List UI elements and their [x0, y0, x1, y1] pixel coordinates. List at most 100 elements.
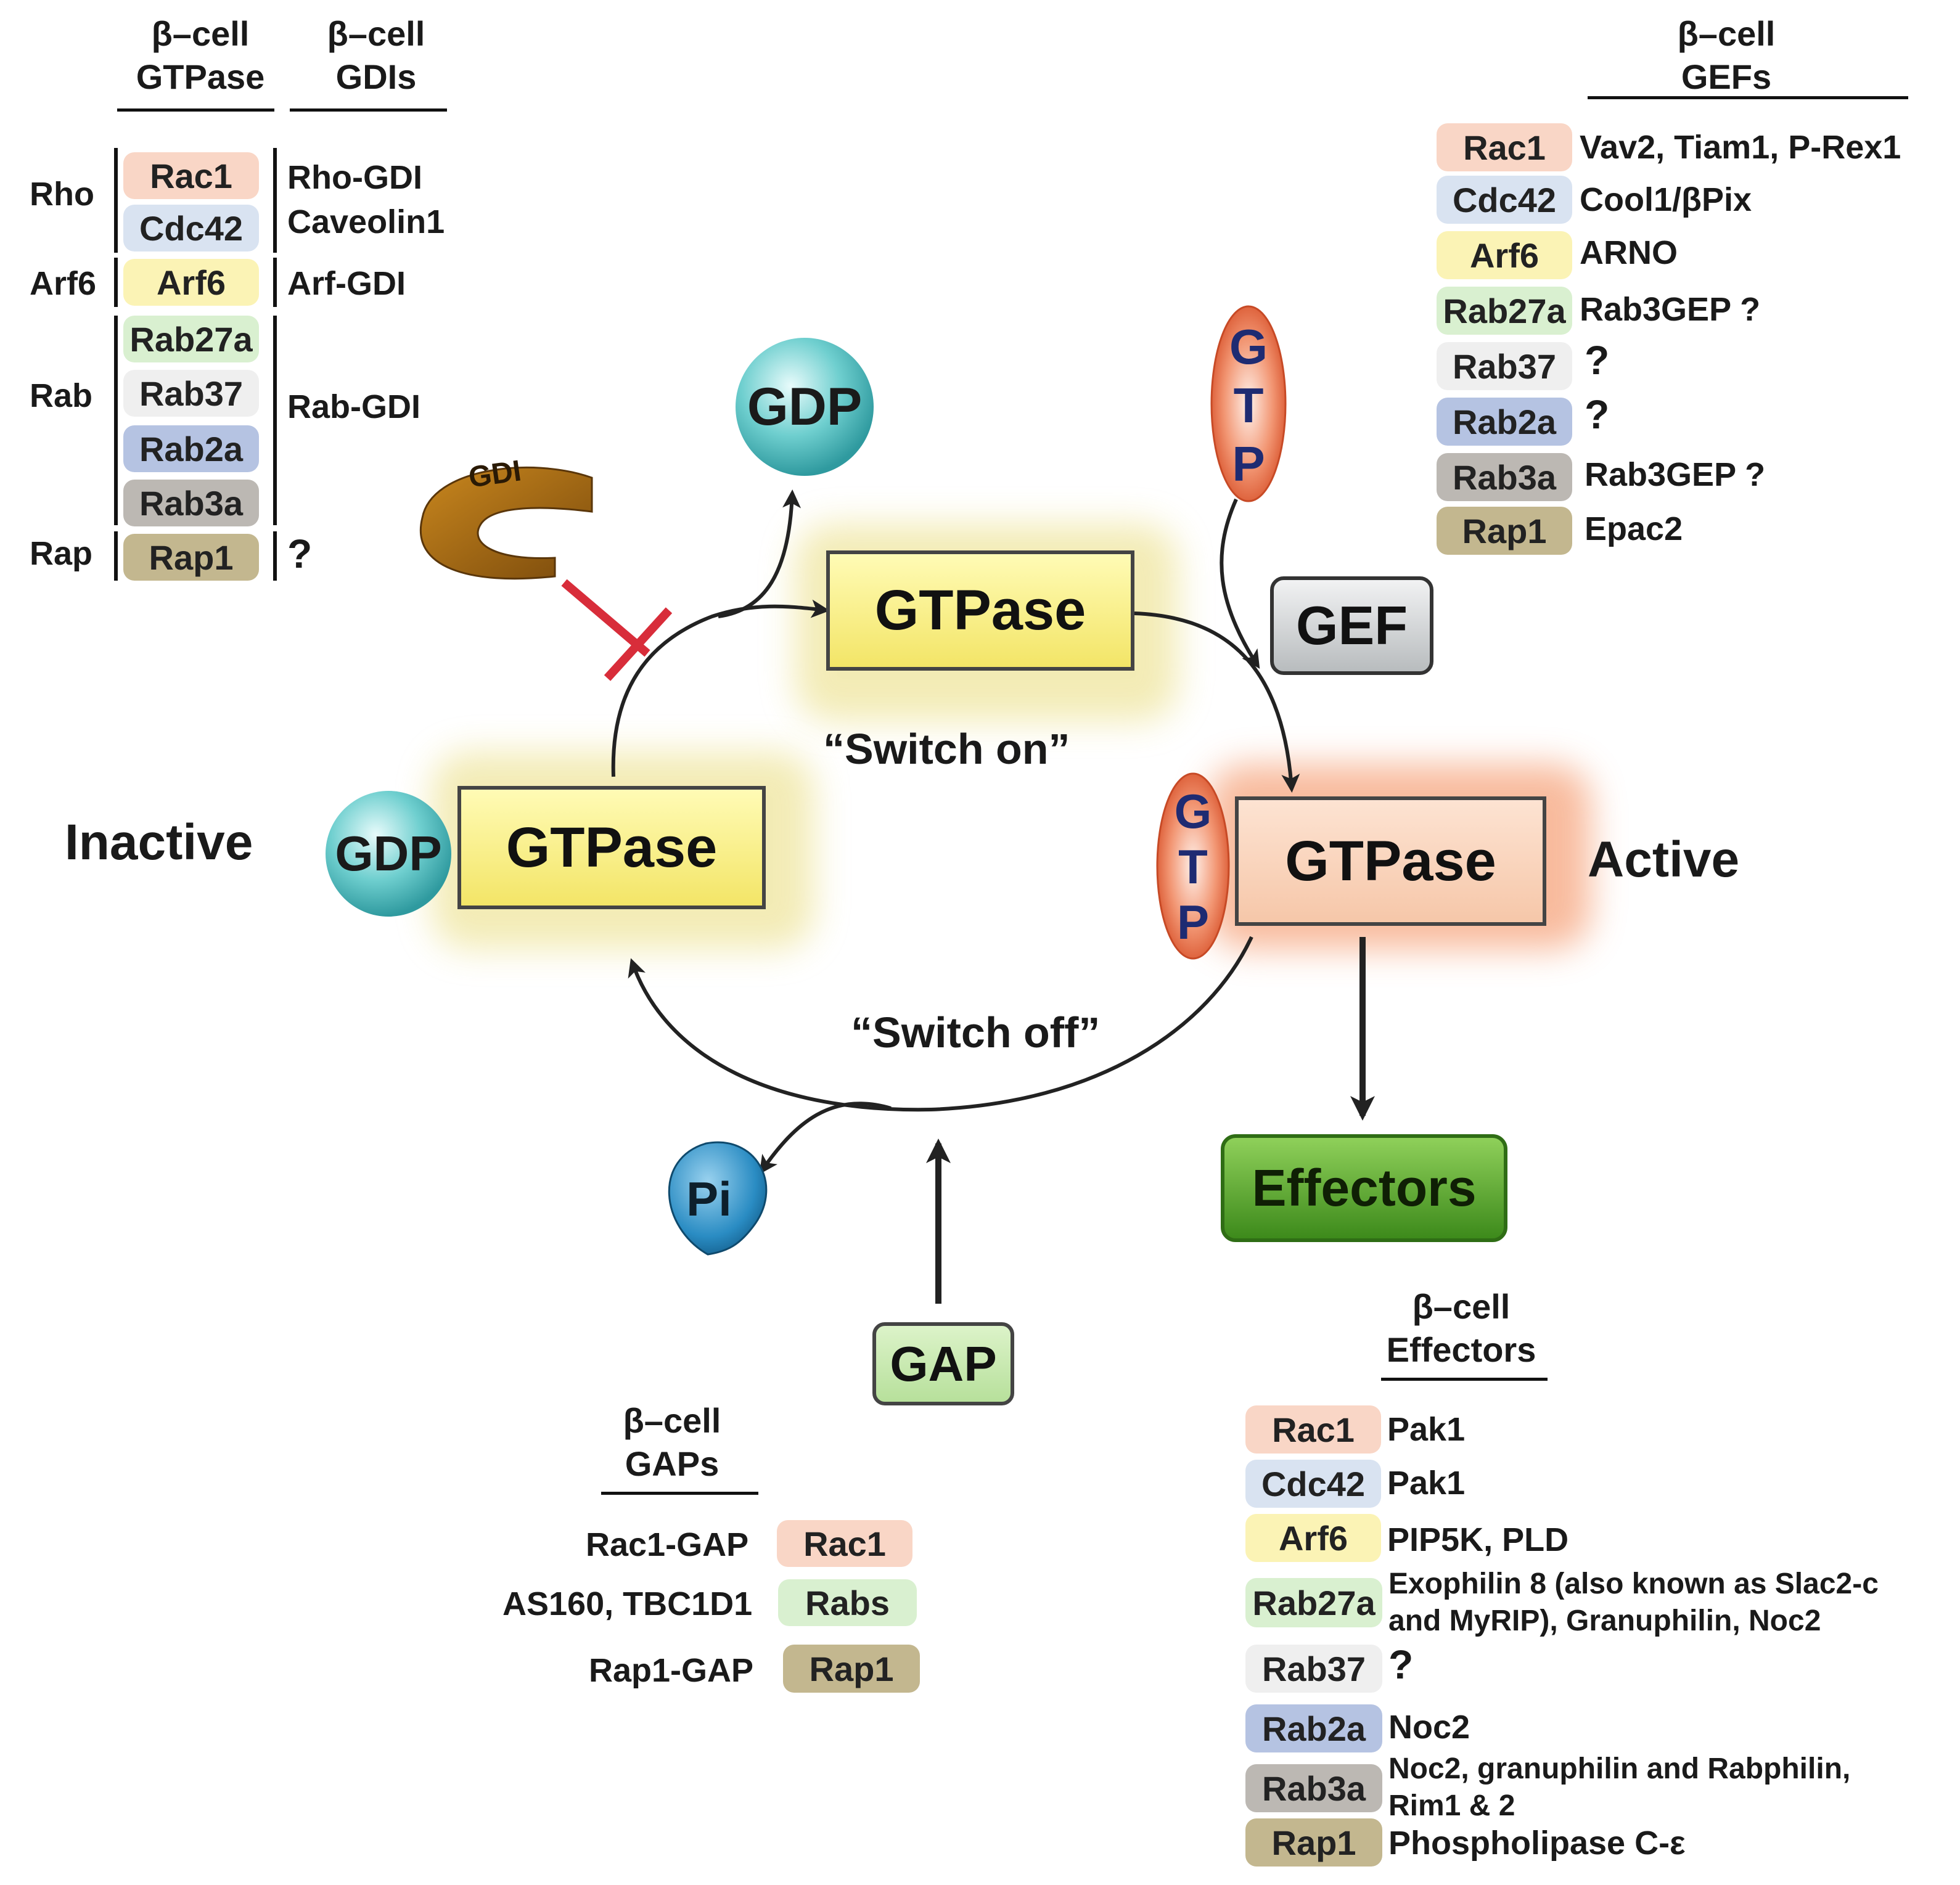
gap-rabs-name: AS160, TBC1D1: [502, 1585, 753, 1622]
eff-pill-rab3a: Rab3a: [1245, 1764, 1382, 1812]
pi-drop: [668, 1141, 768, 1256]
effector-header-rule: [1381, 1378, 1548, 1381]
gtp-bound-p: P: [1176, 895, 1210, 949]
gtpase-header-rule: [117, 108, 274, 112]
gdi-rab: Rab-GDI: [287, 388, 420, 425]
eff-rab37: ?: [1388, 1642, 1414, 1687]
gef-pill-rap1: Rap1: [1437, 507, 1572, 555]
gdi-inhibit-line: [561, 579, 650, 657]
gef-rab37: ?: [1585, 337, 1610, 383]
gdp-free-label: GDP: [747, 377, 863, 436]
pi-label: Pi: [686, 1172, 732, 1226]
gdi-inhibit-bar: [604, 607, 673, 681]
eff-rab3a: Noc2, granuphilin and Rabphilin, Rim1 & …: [1388, 1752, 1851, 1822]
eff-pill-cdc42: Cdc42: [1245, 1460, 1381, 1508]
eff-arf6: PIP5K, PLD: [1387, 1521, 1569, 1558]
gdi-rho: Rho-GDI Caveolin1: [287, 159, 445, 240]
gef-pill-arf6: Arf6: [1437, 231, 1572, 279]
family-rab: Rab: [30, 377, 93, 414]
gef-arf6: ARNO: [1580, 234, 1678, 271]
gtpase-panel-header: β–cell GTPase: [111, 12, 290, 99]
gef-header-rule: [1588, 96, 1908, 99]
gdp-free-ball: [736, 338, 874, 476]
eff-rab2a: Noc2: [1388, 1709, 1470, 1746]
family-rap: Rap: [30, 535, 93, 572]
gef-pill-cdc42: Cdc42: [1437, 176, 1572, 224]
arrow-active-to-inactive: [628, 936, 1253, 1112]
gdi-shape: [419, 466, 593, 580]
pill-rab2a: Rab2a: [123, 425, 259, 472]
effector-panel-header-text: β–cell Effectors: [1386, 1287, 1536, 1369]
gap-pill-rap1: Rap1: [783, 1645, 920, 1693]
pill-rap1: Rap1: [123, 534, 259, 581]
gtpase-panel-header-text: β–cell GTPase: [136, 14, 265, 96]
switch-on-label: “Switch on”: [823, 725, 1070, 773]
gtp-bound-g: G: [1174, 784, 1212, 838]
rap-bracket-right: [273, 531, 277, 581]
gef-rap1: Epac2: [1585, 510, 1683, 547]
gdi-panel-header-text: β–cell GDIs: [327, 14, 425, 96]
rab-bracket-right: [273, 316, 277, 525]
gdi-rap: ?: [287, 531, 313, 576]
eff-pill-rab37: Rab37: [1245, 1645, 1382, 1693]
rho-bracket-right: [273, 148, 277, 253]
effectors-box: Effectors: [1221, 1134, 1507, 1242]
gef-pill-rab2a: Rab2a: [1437, 398, 1572, 446]
gef-rac1: Vav2, Tiam1, P-Rex1: [1580, 129, 1901, 166]
gef-cdc42: Cool1/βPix: [1580, 181, 1752, 218]
gap-rap1-name: Rap1-GAP: [589, 1652, 754, 1689]
gef-pill-rab27a: Rab27a: [1437, 287, 1572, 335]
pill-cdc42: Cdc42: [123, 205, 259, 251]
gef-rab3a: Rab3GEP ?: [1585, 456, 1766, 493]
pill-arf6: Arf6: [123, 259, 259, 306]
gtp-free-g: G: [1229, 319, 1268, 374]
gtp-bound-ellipse: [1156, 772, 1230, 960]
arrow-inactive-to-top: [611, 599, 830, 777]
gef-pill-rab3a: Rab3a: [1437, 453, 1572, 501]
pill-rab3a: Rab3a: [123, 480, 259, 526]
gtpase-inactive-box: GTPase: [457, 786, 766, 909]
gef-pill-rac1: Rac1: [1437, 123, 1572, 171]
arrow-release-pi: [759, 1102, 892, 1174]
gdi-header-rule: [290, 108, 447, 112]
gap-rac1-name: Rac1-GAP: [586, 1526, 749, 1563]
pill-rab37: Rab37: [123, 370, 259, 417]
gdp-bound-label: GDP: [335, 826, 442, 881]
switch-off-label: “Switch off”: [851, 1008, 1101, 1057]
eff-pill-rab27a: Rab27a: [1245, 1578, 1382, 1627]
gdi-arf: Arf-GDI: [287, 265, 406, 302]
rho-bracket-left: [114, 148, 118, 253]
arrow-release-gdp: [718, 489, 802, 618]
arf6-bracket-left: [114, 258, 118, 307]
inactive-label: Inactive: [65, 814, 253, 870]
gdi-panel-header: β–cell GDIs: [290, 12, 462, 99]
gap-box: GAP: [872, 1322, 1014, 1405]
pill-rac1: Rac1: [123, 152, 259, 199]
eff-rac1: Pak1: [1387, 1411, 1466, 1448]
family-rho: Rho: [30, 176, 94, 213]
gtpase-top-box: GTPase: [826, 550, 1134, 671]
eff-rap1: Phospholipase C-ε: [1388, 1825, 1686, 1862]
rap-bracket-left: [114, 531, 118, 581]
gdi-label: GDI: [466, 454, 523, 494]
gap-pill-rac1: Rac1: [777, 1520, 912, 1567]
gtpase-active-box: GTPase: [1235, 796, 1546, 926]
eff-cdc42: Pak1: [1387, 1465, 1466, 1502]
arrow-top-to-active: [1134, 611, 1300, 793]
gtp-free-t: T: [1233, 378, 1264, 433]
effector-panel-header: β–cell Effectors: [1356, 1285, 1566, 1372]
eff-pill-arf6: Arf6: [1245, 1514, 1381, 1562]
gap-panel-header-text: β–cell GAPs: [623, 1401, 721, 1483]
gef-box: GEF: [1270, 576, 1433, 675]
gap-header-rule: [601, 1492, 758, 1495]
gef-rab27a: Rab3GEP ?: [1580, 291, 1761, 328]
gef-panel-header-text: β–cell GEFs: [1677, 14, 1776, 96]
gef-rab2a: ?: [1585, 391, 1610, 437]
gtp-bound-t: T: [1178, 840, 1208, 894]
gap-panel-header: β–cell GAPs: [573, 1399, 771, 1486]
eff-pill-rac1: Rac1: [1245, 1405, 1381, 1454]
eff-rab27a: Exophilin 8 (also known as Slac2-c and M…: [1388, 1568, 1879, 1637]
rab-bracket-left: [114, 316, 118, 525]
active-label: Active: [1588, 832, 1740, 888]
gap-pill-rabs: Rabs: [778, 1579, 917, 1626]
